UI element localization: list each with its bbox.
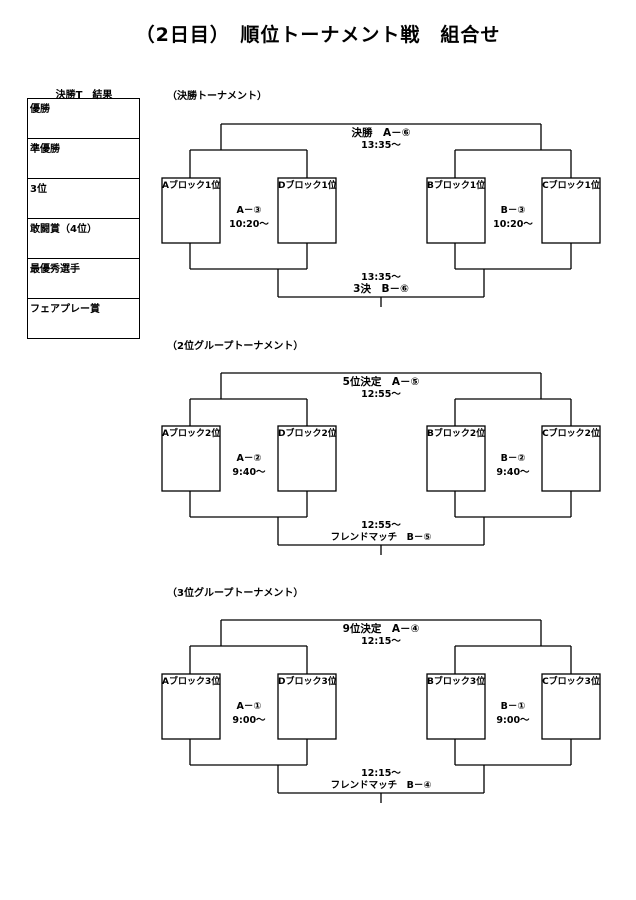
- ninth-place-match-time: 12:15～: [361, 636, 401, 647]
- team-label: Cブロック1位: [542, 181, 600, 191]
- bracket-heading: （2位グループトーナメント）: [167, 341, 304, 352]
- team-label: Bブロック2位: [427, 429, 486, 439]
- semifinal-left-time: 10:20～: [229, 219, 269, 230]
- bracket-heading: （決勝トーナメント）: [167, 91, 267, 102]
- team-box: [541, 673, 601, 740]
- team-label: Dブロック1位: [278, 181, 337, 191]
- first-round-left-label: A－①: [236, 701, 262, 712]
- results-row-runner-up: 準優勝: [27, 138, 140, 179]
- team-label: Cブロック3位: [542, 677, 600, 687]
- first-round-right-time: 9:00～: [496, 715, 530, 726]
- third-place-match-time: 13:35～: [361, 272, 401, 283]
- friendly-match-time: 12:55～: [361, 520, 401, 531]
- fifth-place-match-time: 12:55～: [361, 389, 401, 400]
- team-label: Aブロック1位: [162, 181, 221, 191]
- team-box: [541, 425, 601, 492]
- team-box: [161, 673, 221, 740]
- team-box: [161, 177, 221, 244]
- results-row-mvp: 最優秀選手: [27, 258, 140, 299]
- team-box: [277, 425, 337, 492]
- friendly-match-label: フレンドマッチ B－⑤: [330, 532, 432, 543]
- team-label: Bブロック1位: [427, 181, 486, 191]
- team-box: [161, 425, 221, 492]
- final-match-label: 決勝 A－⑥: [351, 127, 411, 139]
- first-round-left-time: 9:00～: [232, 715, 266, 726]
- team-box: [426, 673, 486, 740]
- results-table-header: 決勝T 結果: [55, 90, 113, 101]
- team-box: [426, 425, 486, 492]
- final-match-time: 13:35～: [361, 140, 401, 151]
- team-label: Dブロック2位: [278, 429, 337, 439]
- semifinal-right-time: 10:20～: [493, 219, 533, 230]
- bracket-heading: （3位グループトーナメント）: [167, 588, 304, 599]
- friendly-match-label: フレンドマッチ B－④: [330, 780, 432, 791]
- ninth-place-match-label: 9位決定 A－④: [342, 623, 420, 635]
- team-box: [277, 177, 337, 244]
- page-title: （2日目） 順位トーナメント戦 組合せ: [135, 24, 501, 46]
- team-label: Bブロック3位: [427, 677, 486, 687]
- first-round-right-label: B－①: [500, 701, 526, 712]
- team-box: [426, 177, 486, 244]
- first-round-right-label: B－②: [500, 453, 526, 464]
- friendly-match-time: 12:15～: [361, 768, 401, 779]
- first-round-left-label: A－②: [236, 453, 262, 464]
- team-label: Aブロック3位: [162, 677, 221, 687]
- semifinal-left-label: A－③: [236, 205, 262, 216]
- team-box: [277, 673, 337, 740]
- team-label: Aブロック2位: [162, 429, 221, 439]
- team-box: [541, 177, 601, 244]
- fifth-place-match-label: 5位決定 A－⑤: [342, 376, 420, 388]
- first-round-right-time: 9:40～: [496, 467, 530, 478]
- third-place-match-label: 3決 B－⑥: [353, 283, 409, 295]
- semifinal-right-label: B－③: [500, 205, 526, 216]
- first-round-left-time: 9:40～: [232, 467, 266, 478]
- results-table: 優勝 準優勝 3位 敢闘賞（4位） 最優秀選手 フェアプレー賞: [27, 98, 140, 339]
- team-label: Cブロック2位: [542, 429, 600, 439]
- results-row-fair-play: フェアプレー賞: [27, 298, 140, 339]
- team-label: Dブロック3位: [278, 677, 337, 687]
